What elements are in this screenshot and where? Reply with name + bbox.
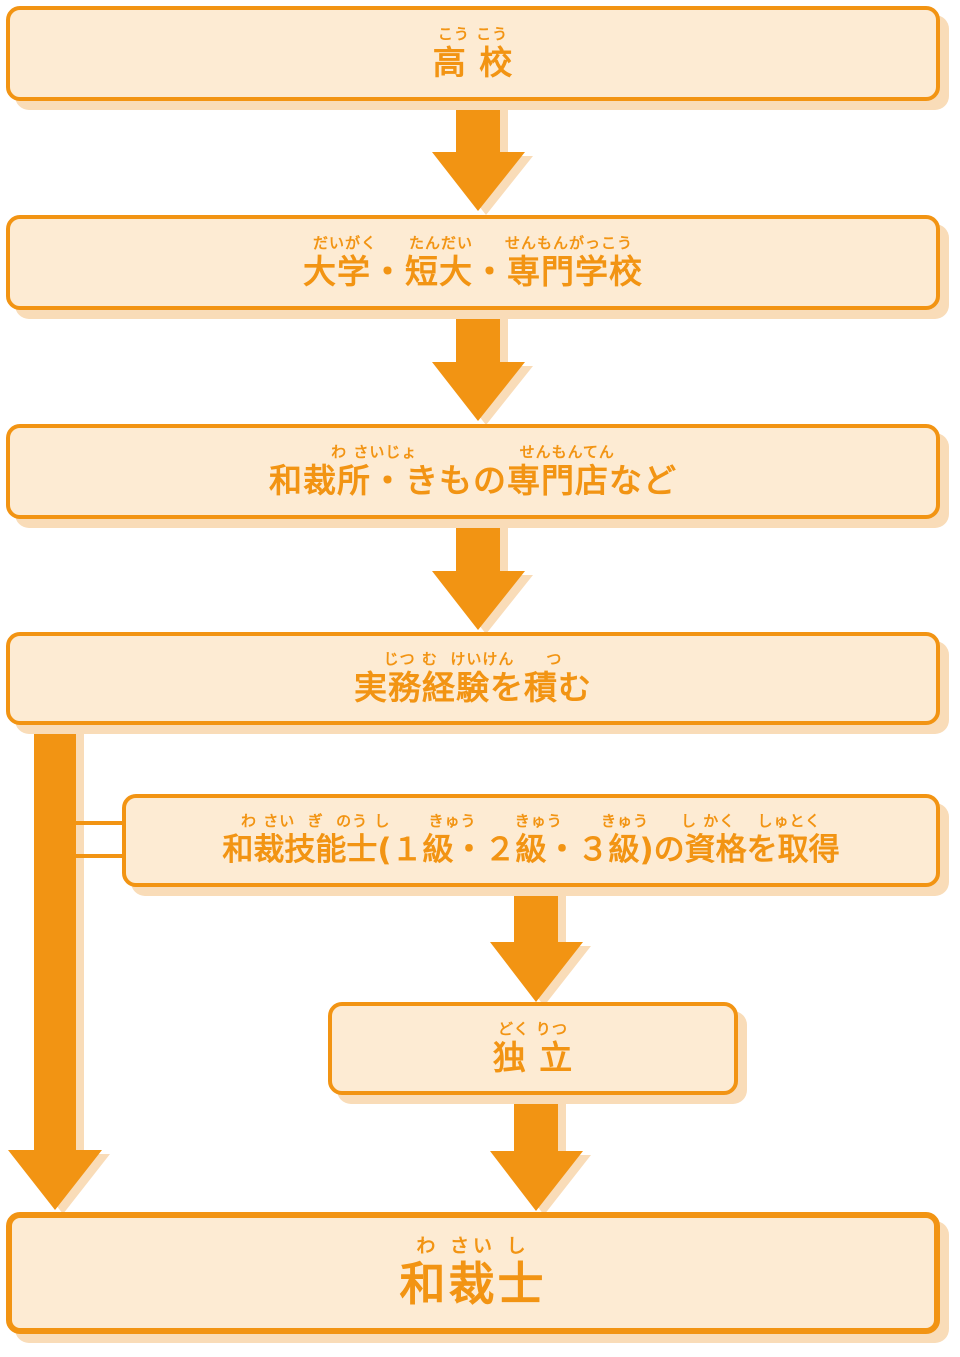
university-label: 大学・短大・専門学校 [303,251,643,291]
certification-label: 和裁技能士(１級・２級・３級)の資格を取得 [222,831,840,868]
workplace-ruby: わ さいじょ せんもんてん [331,442,615,461]
experience-ruby: じつ む けいけん つ [383,649,563,668]
branch-connector [74,821,124,858]
experience-label: 実務経験を積む [354,667,592,707]
step-high-school: こう こう 高 校 [6,6,940,101]
arrow-highschool-to-university [432,103,525,211]
step-independence: どく りつ 独 立 [328,1002,738,1095]
final-label: 和裁士 [399,1257,547,1311]
step-workplace: わ さいじょ せんもんてん 和裁所・きもの専門店など [6,424,940,519]
arrow-university-to-workplace [432,313,525,421]
arrow-workplace-to-experience [432,522,525,630]
step-university: だいがく たんだい せんもんがっこう 大学・短大・専門学校 [6,215,940,310]
arrow-independence-to-final [490,1100,583,1211]
university-ruby: だいがく たんだい せんもんがっこう [312,233,633,252]
step-final-wasaishi: わ さい し 和裁士 [6,1212,940,1334]
workplace-label: 和裁所・きもの専門店など [269,460,677,500]
independence-label: 独 立 [492,1037,574,1077]
step-experience: じつ む けいけん つ 実務経験を積む [6,632,940,725]
high-school-label: 高 校 [432,42,514,82]
final-ruby: わ さい し [416,1235,530,1257]
independence-ruby: どく りつ [498,1019,568,1038]
certification-ruby: わ さい ぎ のう し きゅう きゅう きゅう し かく しゅとく [241,811,821,830]
arrow-certification-to-independence [490,892,583,1002]
high-school-ruby: こう こう [437,24,509,43]
arrow-experience-to-final [8,728,102,1210]
step-certification: わ さい ぎ のう し きゅう きゅう きゅう し かく しゅとく 和裁技能士(… [122,794,940,887]
